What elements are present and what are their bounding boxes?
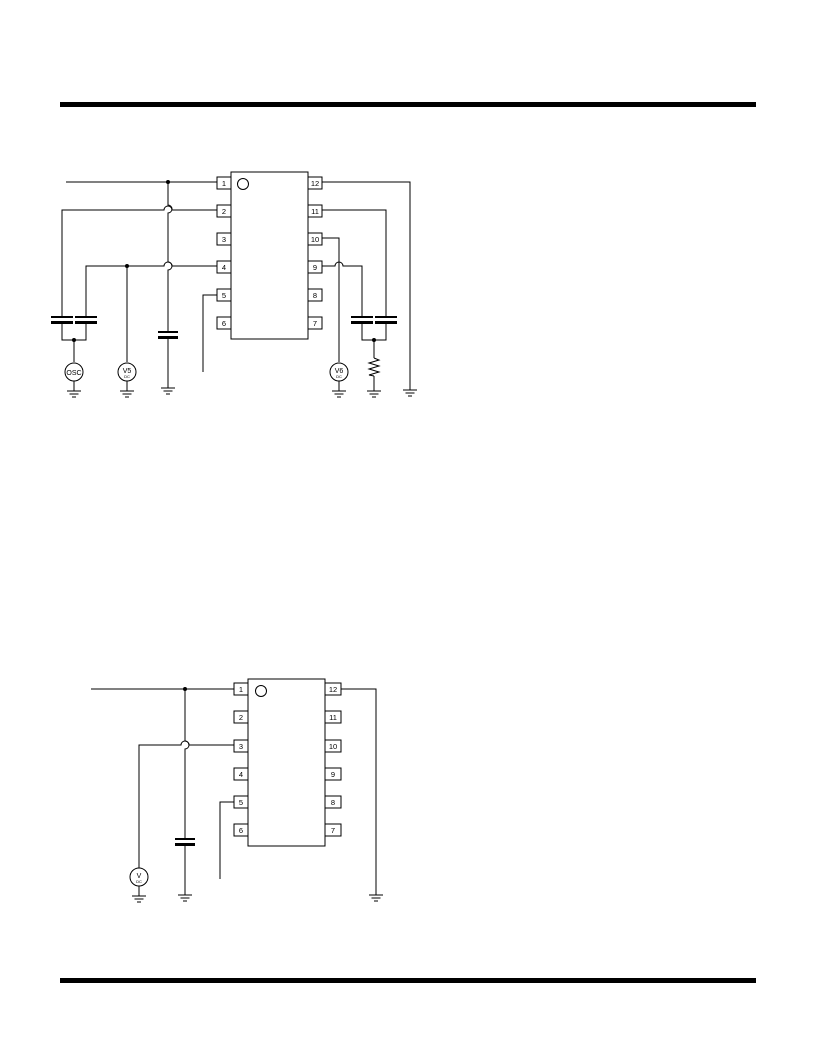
pin-2: 2 [216, 204, 232, 218]
ground-icon [367, 390, 381, 398]
pin-4: 4 [216, 260, 232, 274]
ground-icon [67, 390, 81, 398]
v6-dc-label: DC [336, 374, 342, 379]
v6-source: V6 DC [329, 362, 349, 382]
ground-icon [120, 390, 134, 398]
pin-7: 7 [324, 823, 342, 837]
pin-label: 1 [239, 685, 243, 694]
pin-8: 8 [307, 288, 323, 302]
pin-label: 12 [329, 685, 337, 694]
osc-source: OSC [64, 362, 84, 382]
pin-label: 4 [222, 263, 226, 272]
pin1-index-mark [255, 685, 267, 697]
pin-label: 7 [331, 826, 335, 835]
pin-label: 1 [222, 179, 226, 188]
pin-1: 1 [216, 176, 232, 190]
pin-label: 3 [239, 742, 243, 751]
pin-label: 5 [222, 291, 226, 300]
pin-label: 3 [222, 235, 226, 244]
osc-label: OSC [66, 370, 81, 377]
pin-label: 6 [239, 826, 243, 835]
pin-2: 2 [233, 710, 249, 724]
v-label: V [137, 873, 142, 880]
pin-3: 3 [233, 739, 249, 753]
pin-label: 7 [313, 319, 317, 328]
pin-3: 3 [216, 232, 232, 246]
capacitor-c1 [51, 316, 73, 324]
capacitor-bypass [158, 331, 178, 339]
pin-7: 7 [307, 316, 323, 330]
ground-icon [161, 387, 175, 395]
capacitor-c2 [75, 316, 97, 324]
pin-5: 5 [216, 288, 232, 302]
pin-12: 12 [324, 682, 342, 696]
pin-10: 10 [307, 232, 323, 246]
pin-9: 9 [307, 260, 323, 274]
ic-body [247, 678, 326, 847]
capacitors [51, 316, 397, 339]
ground-icon [178, 894, 192, 902]
pin-6: 6 [233, 823, 249, 837]
grounds [132, 894, 383, 903]
ic-body [230, 171, 309, 340]
pin-label: 10 [311, 235, 319, 244]
pin-11: 11 [324, 710, 342, 724]
pin-11: 11 [307, 204, 323, 218]
bottom-rule [60, 978, 756, 983]
pin-label: 11 [329, 713, 337, 722]
ground-icon [132, 895, 146, 903]
pin-label: 4 [239, 770, 243, 779]
pin-9: 9 [324, 767, 342, 781]
capacitor-c4 [375, 316, 397, 324]
pin-1: 1 [233, 682, 249, 696]
capacitor-c3 [351, 316, 373, 324]
v5-source: V5 DC [117, 362, 137, 382]
pin-label: 12 [311, 179, 319, 188]
wires [91, 687, 377, 896]
resistor [367, 357, 381, 377]
pin-label: 9 [331, 770, 335, 779]
ground-icon [403, 389, 417, 397]
v-dc-label: DC [136, 879, 142, 884]
v6-label: V6 [335, 368, 344, 375]
pin-label: 8 [313, 291, 317, 300]
ground-icon [332, 390, 346, 398]
ground-icon [369, 894, 383, 902]
pin-6: 6 [216, 316, 232, 330]
right-pins: 12 11 10 9 8 7 [324, 682, 342, 837]
test-circuit-1: 1 2 3 4 5 6 12 11 [51, 171, 417, 398]
grounds [67, 387, 417, 398]
capacitor-bypass [175, 838, 195, 846]
pin-label: 2 [222, 207, 226, 216]
pin-8: 8 [324, 795, 342, 809]
pin-label: 10 [329, 742, 337, 751]
pin-label: 6 [222, 319, 226, 328]
test-circuit-2: 1 2 3 4 5 6 12 11 [91, 678, 383, 903]
pin-label: 2 [239, 713, 243, 722]
v5-label: V5 [123, 368, 132, 375]
wires [61, 180, 411, 391]
pin-12: 12 [307, 176, 323, 190]
pin-10: 10 [324, 739, 342, 753]
pin-label: 9 [313, 263, 317, 272]
pin-label: 8 [331, 798, 335, 807]
right-pins: 12 11 10 9 8 7 [307, 176, 323, 330]
v-source: V DC [129, 867, 149, 887]
v5-dc-label: DC [124, 374, 130, 379]
pin-5: 5 [233, 795, 249, 809]
pin-4: 4 [233, 767, 249, 781]
pin-label: 11 [311, 207, 319, 216]
pin-label: 5 [239, 798, 243, 807]
pin1-index-mark [237, 178, 249, 190]
left-pins: 1 2 3 4 5 6 [233, 682, 249, 837]
top-rule [60, 102, 756, 107]
left-pins: 1 2 3 4 5 6 [216, 176, 232, 330]
